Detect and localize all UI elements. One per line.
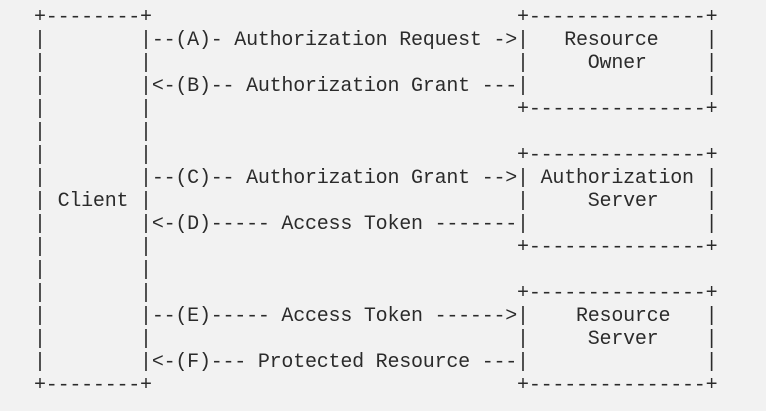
authorization-server-box-top-line: | | +---------------+ [34,144,718,167]
boxes-bottom-border-line: +--------+ +---------------+ [34,374,718,397]
client-box-top-border-line: +--------+ +---------------+ [34,6,718,29]
client-box-side-line-2: | | [34,259,717,282]
oauth-flow-diagram: +--------+ +---------------+| |--(A)- Au… [34,6,718,397]
diagram-line-8: | |--(C)-- Authorization Grant -->| Auth… [34,167,718,190]
diagram-line-3: | | | Owner | [34,52,718,75]
diagram-line-12: | | [34,259,152,282]
flow-f-protected-resource-line: | |<-(F)--- Protected Resource ---| | [34,351,718,374]
client-label-line: | Client | | Server | [34,190,718,213]
authorization-server-box-bottom-line: | | +---------------+ [34,236,718,259]
diagram-line-15: | | | Server | [34,328,718,351]
diagram-line-11: | | +---------------+ [34,236,718,259]
diagram-line-7: | | +---------------+ [34,144,718,167]
flow-d-access-token-line: | |<-(D)----- Access Token -------| | [34,213,718,236]
flow-b-authorization-grant-line: | |<-(B)-- Authorization Grant ---| | [34,75,718,98]
diagram-line-14: | |--(E)----- Access Token ------>| Reso… [34,305,718,328]
diagram-line-6: | | [34,121,152,144]
diagram-line-17: +--------+ +---------------+ [34,374,718,397]
flow-c-authorization-grant-line: | |--(C)-- Authorization Grant -->| Auth… [34,167,718,190]
resource-server-box-top-line: | | +---------------+ [34,282,718,305]
diagram-line-9: | Client | | Server | [34,190,718,213]
diagram-line-16: | |<-(F)--- Protected Resource ---| | [34,351,718,374]
client-box-side-line: | | [34,121,717,144]
resource-owner-box-bottom-line: | | +---------------+ [34,98,718,121]
diagram-line-1: +--------+ +---------------+ [34,6,718,29]
diagram-line-10: | |<-(D)----- Access Token -------| | [34,213,718,236]
diagram-line-13: | | +---------------+ [34,282,718,305]
diagram-line-5: | | +---------------+ [34,98,718,121]
resource-owner-label-line: | | | Owner | [34,52,718,75]
diagram-line-4: | |<-(B)-- Authorization Grant ---| | [34,75,718,98]
resource-server-label-line: | | | Server | [34,328,718,351]
diagram-line-2: | |--(A)- Authorization Request ->| Reso… [34,29,718,52]
flow-e-access-token-line: | |--(E)----- Access Token ------>| Reso… [34,305,718,328]
flow-a-authorization-request-line: | |--(A)- Authorization Request ->| Reso… [34,29,718,52]
